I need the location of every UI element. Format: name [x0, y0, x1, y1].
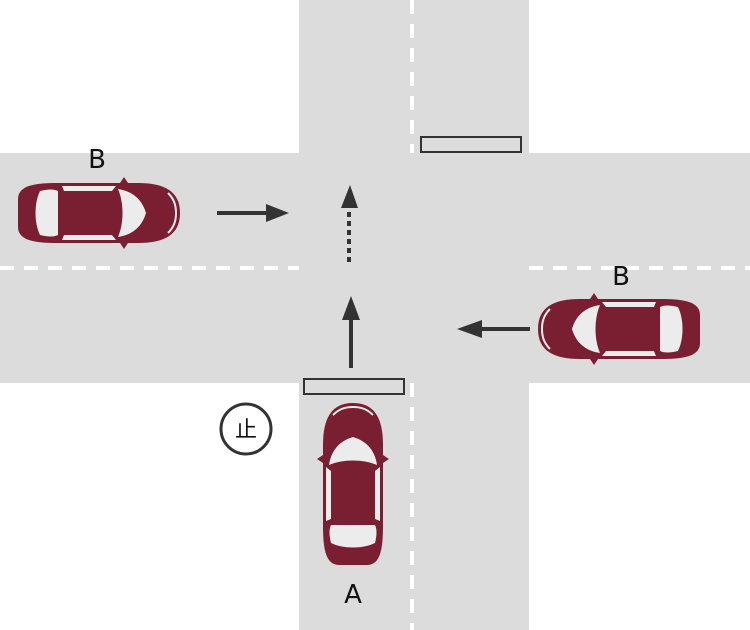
stop-line-north [420, 136, 522, 153]
label-car-b-right: B [612, 262, 630, 292]
car-a [316, 402, 390, 566]
stop-sign-text: 止 [235, 418, 257, 443]
arrow-car-a-continuation [341, 185, 358, 262]
label-car-b-left: B [88, 145, 106, 175]
label-car-a: A [344, 580, 362, 610]
stop-line-south [303, 378, 405, 395]
arrow-car-b-right [457, 320, 530, 338]
arrow-car-a [342, 296, 360, 368]
car-b-left [17, 176, 181, 250]
stop-sign-circle-icon: 止 [219, 402, 273, 456]
arrow-car-b-left [217, 204, 289, 222]
car-b-right [537, 292, 701, 366]
